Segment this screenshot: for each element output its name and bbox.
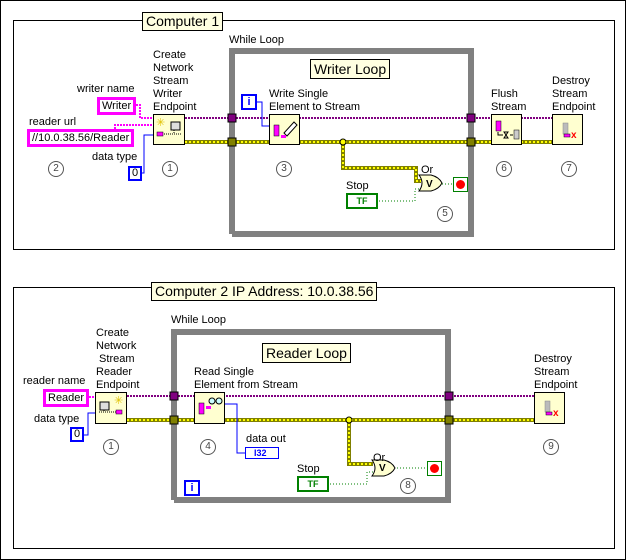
data-type-wire-2 [82,412,95,436]
loop-condition-terminal-2 [427,461,442,476]
error-tunnel-in-2 [169,415,179,425]
error-tunnel-out [466,137,476,147]
data-out-indicator[interactable]: I32 [245,447,279,459]
flush-icon [495,120,520,140]
create-writer-endpoint-node[interactable]: ✳ [153,114,185,145]
flush-stream-node[interactable] [491,114,522,145]
or-label-2: Or [373,452,386,464]
network-writer-icon: ✳ [156,117,181,137]
destroy-node-label-2: Destroy Stream Endpoint [534,353,578,391]
data-type-label: data type [92,151,138,163]
error-tunnel-out-2 [444,415,454,425]
flush-node-label: Flush Stream [491,88,527,113]
destroy-stream-endpoint-node-2[interactable]: x [534,392,565,424]
reader-while-loop-border [171,329,451,503]
data-type-label-2: data type [34,413,80,425]
svg-text:x: x [553,408,559,419]
or-label: Or [421,164,434,176]
refnum-tunnel-in-2 [169,391,179,401]
reader-name-constant[interactable]: Reader [43,389,90,407]
read-glasses-icon [198,397,223,415]
or-gate [418,174,443,192]
create-reader-node-label: Create Network Stream Reader Endpoint [96,327,140,391]
while-loop-label-2: While Loop [171,314,227,326]
callout-7: 7 [561,161,577,177]
stop-button-control-2[interactable]: TF [297,476,329,492]
callout-5: 5 [437,206,453,222]
reader-url-label: reader url [29,116,77,128]
data-type-constant-2[interactable]: 0 [70,427,85,442]
data-out-wire [225,403,245,454]
destroy-stream-endpoint-node[interactable]: x [552,114,583,145]
create-writer-node-label: Create Network Stream Writer Endpoint [153,49,197,113]
computer1-frame [13,20,615,250]
write-node-label: Write Single Element to Stream [269,88,361,113]
stop-label-2: Stop [297,463,320,475]
destroy-icon-2: x [544,400,559,419]
writer-name-wire [136,104,153,119]
destroy-icon: x [562,122,577,141]
callout-4: 4 [200,439,216,455]
error-tunnel-in [227,137,237,147]
refnum-tunnel-out-2 [444,391,454,401]
create-reader-endpoint-node[interactable]: ✳ [95,392,127,424]
writer-loop-title: Writer Loop [310,59,391,79]
svg-text:✳: ✳ [156,117,165,129]
reader-name-label: reader name [23,375,86,387]
writer-name-constant[interactable]: Writer [97,97,137,115]
or-symbol-2: V [379,463,386,474]
reader-url-constant[interactable]: //10.0.38.56/Reader [27,129,135,147]
data-out-label: data out [246,433,286,445]
while-loop-label: While Loop [229,34,285,46]
callout-3: 3 [276,161,292,177]
iteration-wire [255,101,269,127]
stop-label: Stop [346,180,369,192]
data-out-type: I32 [254,448,267,458]
stop-wire [376,188,421,202]
reader-loop-title: Reader Loop [262,343,351,363]
writer-name-label: writer name [77,83,135,95]
callout-1: 1 [162,161,178,177]
callout-1b: 1 [103,439,119,455]
callout-8: 8 [400,478,416,494]
stop-button-control[interactable]: TF [346,193,378,209]
reader-url-wire [114,124,153,129]
svg-text:✳: ✳ [114,395,123,407]
refnum-tunnel-out [466,113,476,123]
destroy-node-label: Destroy Stream Endpoint [552,75,596,113]
or-gate-2 [371,459,396,477]
data-type-constant[interactable]: 0 [128,166,143,181]
computer2-title: Computer 2 IP Address: 10.0.38.56 [151,282,378,301]
read-single-element-node[interactable] [194,392,225,424]
loop-condition-terminal [453,177,468,192]
network-reader-icon: ✳ [99,395,123,415]
iteration-terminal: i [241,94,257,110]
write-pencil-icon [273,121,298,138]
writer-while-loop-border [229,48,474,237]
write-single-element-node[interactable] [269,114,300,145]
or-symbol: V [426,179,433,190]
callout-6: 6 [496,161,512,177]
callout-9: 9 [543,439,559,455]
iteration-terminal-2: i [184,480,200,496]
callout-2: 2 [48,161,64,177]
stop-wire-2 [327,471,374,485]
refnum-tunnel-in [227,113,237,123]
svg-text:x: x [571,130,577,141]
read-node-label: Read Single Element from Stream [194,366,298,391]
computer1-title: Computer 1 [142,12,224,31]
